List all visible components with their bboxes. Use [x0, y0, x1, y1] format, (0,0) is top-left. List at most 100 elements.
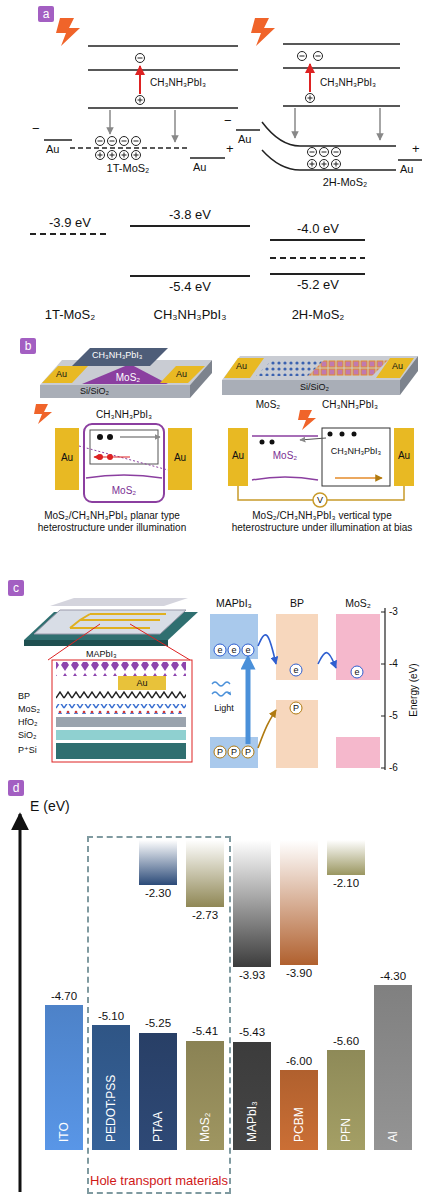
planar-device-part	[82, 364, 168, 384]
band-alignment-c-part	[214, 746, 226, 758]
vertical-band-diagram-part	[270, 440, 275, 445]
label: Si/SiO₂	[300, 382, 329, 392]
band-column: MoS₂	[336, 596, 380, 770]
panel-a-right-part	[308, 148, 317, 157]
energy-levels-a-part	[130, 226, 250, 276]
label: BP	[18, 691, 30, 701]
planar-band-diagram-part	[120, 436, 160, 437]
vertical-device-part	[222, 380, 400, 395]
transistor-device-part	[70, 614, 166, 628]
vertical-band-diagram	[228, 410, 414, 507]
transistor-device-part	[118, 676, 166, 690]
transistor-device-part	[56, 662, 186, 676]
node-title: BP	[290, 597, 304, 609]
band-alignment-c-part	[246, 662, 251, 744]
energy-value: -2.10	[333, 877, 359, 890]
label: +	[412, 142, 420, 157]
planar-device-part	[190, 360, 212, 398]
vertical-band-diagram-part	[335, 477, 382, 479]
energy-value: -3.93	[239, 969, 265, 982]
energy-value: -5.25	[145, 1017, 171, 1030]
panel-letter: c	[8, 580, 24, 596]
label: Au	[176, 369, 187, 379]
energy-bar: -5.41MoS₂	[186, 1041, 224, 1151]
panel-a-right-part	[294, 108, 296, 138]
planar-band-diagram-part	[97, 434, 103, 440]
lumo-block: -2.10	[327, 840, 365, 875]
planar-band-diagram-part	[107, 434, 113, 440]
energy-bar: -5.43MAPbI₃	[233, 1042, 271, 1151]
transistor-device-part	[56, 691, 186, 701]
energy-value: -2.73	[192, 909, 218, 922]
label: P	[293, 703, 299, 713]
label: -3.8 eV	[169, 208, 211, 223]
transistor-device-part	[56, 743, 186, 759]
material-name: Al	[386, 1131, 400, 1142]
panel-a-right-part	[298, 52, 307, 61]
vertical-device-part	[222, 356, 418, 380]
transistor-device-part	[56, 704, 186, 714]
node-title: MoS₂	[345, 597, 371, 609]
vertical-band-diagram-part	[228, 428, 248, 486]
panel-letter: a	[38, 6, 54, 22]
transistor-device	[24, 598, 198, 762]
energy-levels-a-part	[270, 240, 365, 274]
label: -5.4 eV	[169, 280, 211, 295]
panel-a-right-part	[332, 160, 341, 169]
vertical-band-diagram-part	[328, 432, 333, 437]
energy-levels-a-part	[270, 257, 365, 259]
transistor-device-part	[48, 624, 190, 660]
panel-a-left-part	[108, 137, 117, 146]
planar-band-diagram-part	[84, 424, 164, 502]
vertical-band-diagram-part	[352, 432, 357, 437]
label: e	[354, 667, 359, 677]
label: Au	[46, 143, 59, 156]
energy-bar: -5.60PFN	[327, 1050, 365, 1150]
vertical-band-diagram-part	[394, 428, 414, 486]
panel-a-right	[236, 18, 422, 170]
energy-value: -3.90	[286, 967, 312, 980]
panel-a-left-part	[139, 66, 141, 94]
panel-a-left-part	[108, 151, 117, 160]
band-alignment-c	[210, 608, 385, 770]
label: Si/SiO₂	[80, 386, 109, 396]
panel-a-left-part	[132, 137, 141, 146]
vertical-device-part	[308, 360, 388, 376]
band-alignment-c-part	[351, 666, 363, 678]
energy-bar: -5.25PTAA	[139, 1033, 177, 1151]
label: e	[217, 645, 222, 655]
planar-band-diagram-part	[79, 446, 168, 470]
panel-a-right-part	[309, 64, 311, 92]
label: P	[231, 747, 237, 757]
label: Au	[398, 450, 410, 462]
transistor-device-part	[56, 730, 186, 740]
vertical-band-diagram-part	[252, 436, 318, 480]
vertical-band-diagram-part	[300, 438, 326, 440]
band-alignment-c-part	[242, 746, 254, 758]
panel-a-right-part	[236, 130, 422, 160]
panel-a-left-part	[70, 147, 190, 149]
label: Au	[236, 361, 247, 371]
transistor-device-part	[50, 598, 188, 606]
label: Au	[136, 678, 147, 688]
panel-a-right-part	[251, 18, 275, 46]
label: Au	[238, 133, 251, 146]
planar-band-diagram-part	[168, 428, 192, 490]
material-name: PTAA	[151, 1112, 165, 1142]
band-column: MAPbI₃	[210, 596, 258, 770]
panel-a-left-part	[109, 110, 111, 134]
label: MoS₂	[256, 399, 280, 411]
lumo-block: -3.93	[233, 840, 271, 967]
panel-a-left-part	[120, 151, 129, 160]
group-box: -5.10PEDOT:PSS-2.30-5.25PTAA-2.73-5.41Mo…	[87, 836, 231, 1194]
panel-a-right-part	[262, 122, 396, 170]
panel-a-right-part	[320, 148, 329, 157]
vertical-device-part	[376, 358, 414, 378]
label: Au	[400, 163, 413, 176]
planar-band-diagram-part	[34, 404, 52, 424]
material-name: MAPbI₃	[245, 1101, 259, 1142]
label: HfO₂	[18, 717, 38, 727]
material-name: ITO	[57, 1122, 71, 1142]
energy-value: -4.30	[380, 970, 406, 983]
